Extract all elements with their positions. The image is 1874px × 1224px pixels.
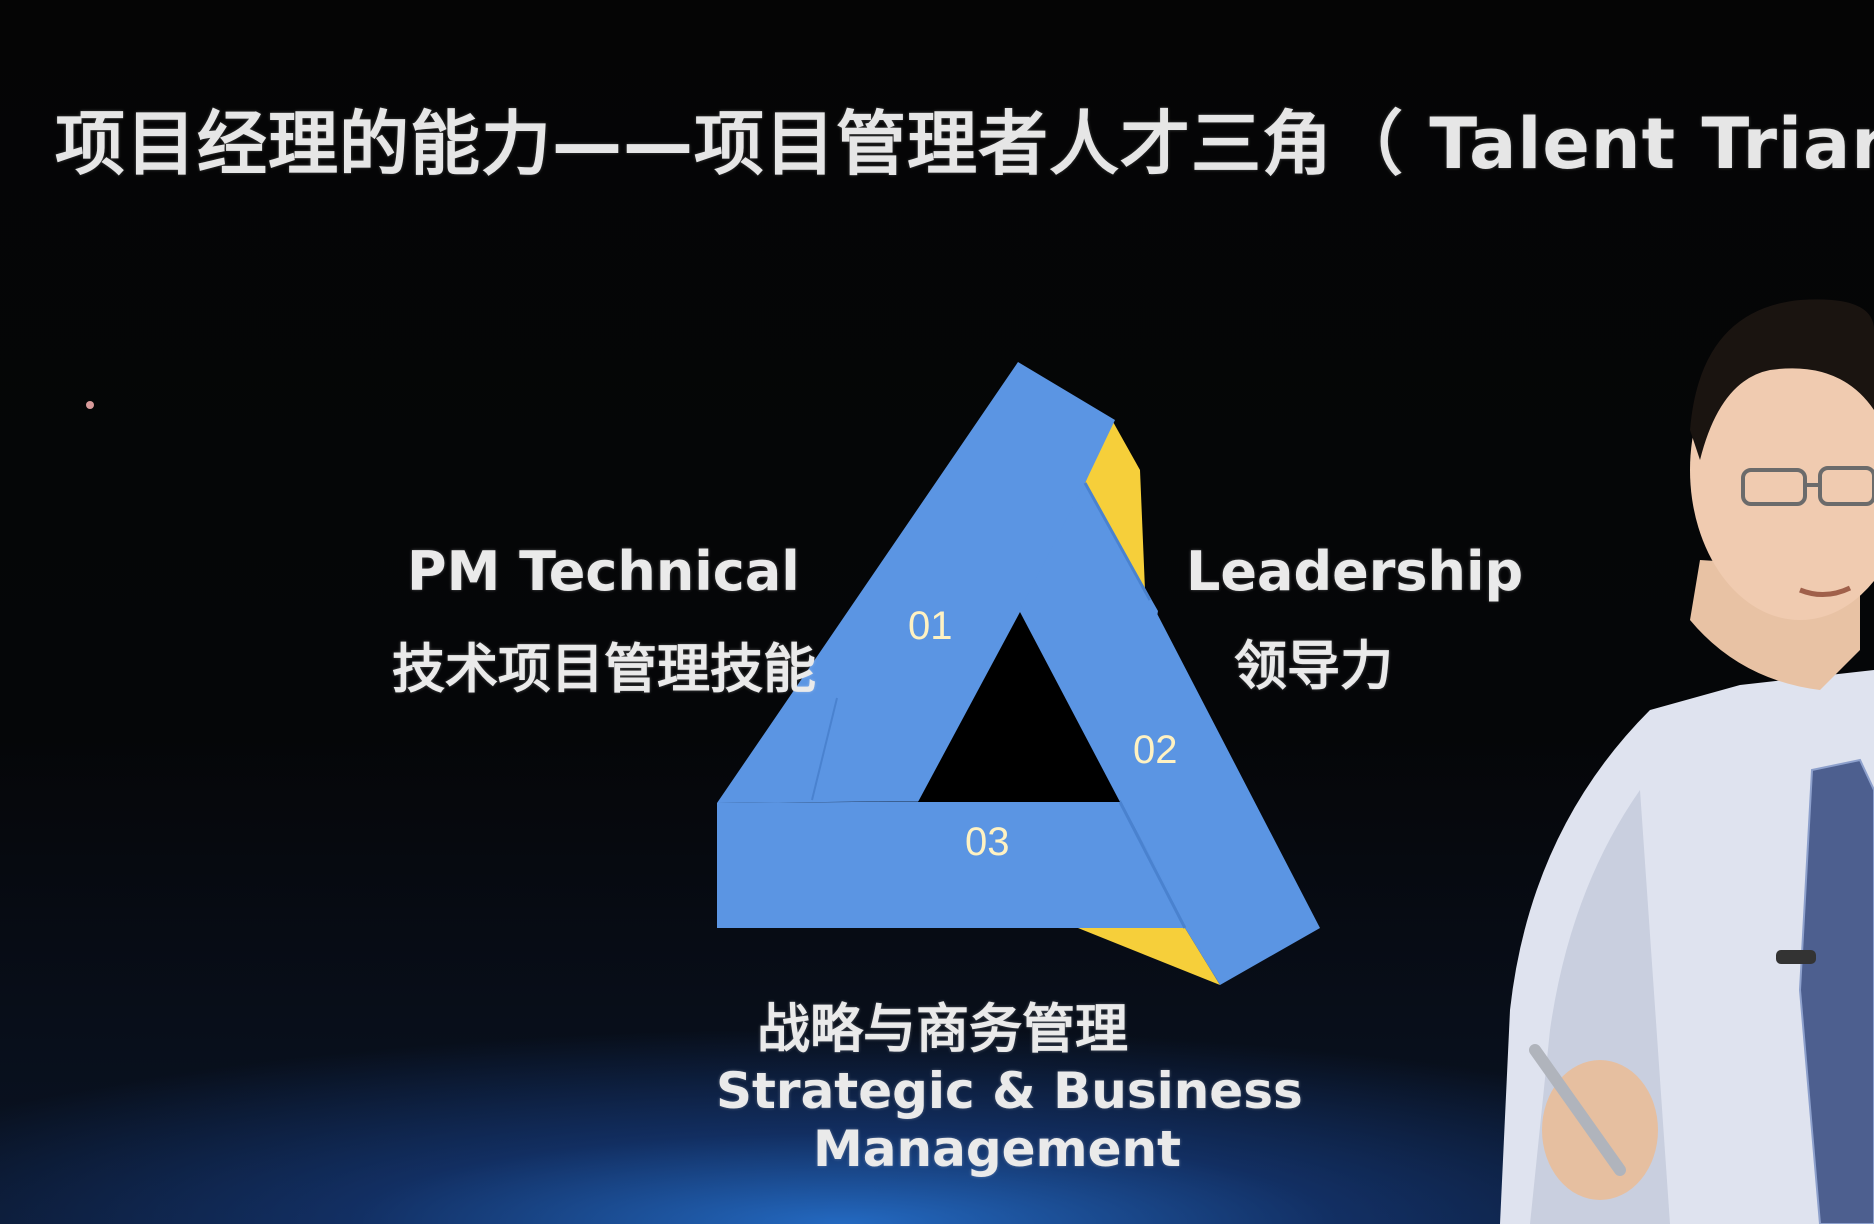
band-02-leadership: [1020, 483, 1320, 985]
label-pm-technical-en: PM Technical: [407, 540, 800, 603]
inner-hole: [918, 612, 1120, 802]
label-leadership-zh: 领导力: [1234, 636, 1393, 697]
band-03-strategic: [717, 800, 1220, 985]
label-leadership-en: Leadership: [1186, 540, 1524, 603]
section-number-02: 02: [1133, 728, 1178, 772]
label-pm-technical-zh: 技术项目管理技能: [392, 639, 816, 700]
fold-bottom-right: [1078, 928, 1220, 985]
section-number-03: 03: [965, 820, 1010, 864]
section-number-01: 01: [908, 604, 953, 648]
slide-title: 项目经理的能力——项目管理者人才三角（ Talent Triangle ）: [55, 103, 1874, 185]
presenter-figure: [1500, 299, 1874, 1224]
label-strategic-zh: 战略与商务管理: [757, 999, 1128, 1060]
label-strategic-en-line2: Management: [813, 1120, 1182, 1178]
fold-top-right: [1085, 420, 1145, 590]
label-strategic-en-line1: Strategic & Business: [716, 1062, 1303, 1120]
pointer-dot: [86, 401, 94, 409]
